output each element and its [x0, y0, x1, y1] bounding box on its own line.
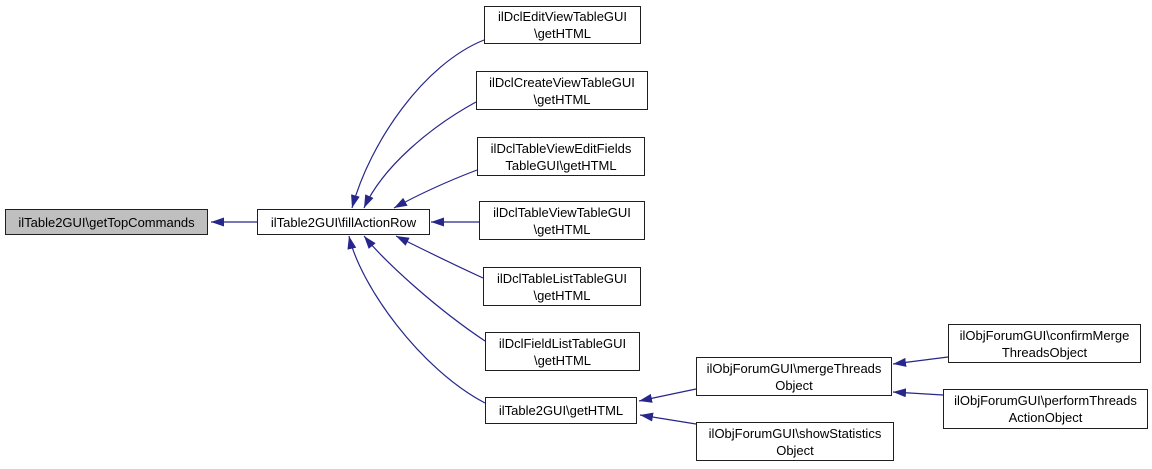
edge-showstatistics-to-table2gethtml	[639, 412, 697, 425]
edge-confirmmerge-to-mergethreads	[892, 356, 949, 367]
node-ildcltablevieweditfieldstablegui-gethtml[interactable]: ilDclTableViewEditFields TableGUI\getHTM…	[477, 137, 645, 176]
node-iltable2gui-gethtml[interactable]: ilTable2GUI\getHTML	[485, 397, 637, 424]
edge-table2gethtml-to-fillactionrow	[347, 235, 486, 404]
node-ilobjforumgui-showstatisticsobject[interactable]: ilObjForumGUI\showStatistics Object	[696, 422, 894, 461]
node-ildcltableviewtablegui-gethtml[interactable]: ilDclTableViewTableGUI \getHTML	[479, 201, 645, 240]
node-ilobjforumgui-confirmmergethreadsobject[interactable]: ilObjForumGUI\confirmMerge ThreadsObject	[948, 324, 1141, 363]
edge-dcltablevieweditfields-to-fillactionrow	[393, 169, 478, 209]
node-iltable2gui-fillactionrow[interactable]: ilTable2GUI\fillActionRow	[257, 209, 430, 235]
node-ildclfieldlisttablegui-gethtml[interactable]: ilDclFieldListTableGUI \getHTML	[485, 332, 640, 371]
node-ilobjforumgui-performthreadsactionobject[interactable]: ilObjForumGUI\performThreads ActionObjec…	[943, 389, 1148, 429]
edge-dcleditview-to-fillactionrow	[351, 39, 485, 209]
node-ildclcreateviewtablegui-gethtml[interactable]: ilDclCreateViewTableGUI \getHTML	[476, 71, 648, 110]
node-ildcleditviewtablegui-gethtml[interactable]: ilDclEditViewTableGUI \getHTML	[484, 6, 641, 44]
edge-dclfieldlist-to-fillactionrow	[363, 235, 486, 342]
node-ilobjforumgui-mergethreadsobject[interactable]: ilObjForumGUI\mergeThreads Object	[696, 357, 892, 396]
edge-mergethreads-to-table2gethtml	[638, 388, 697, 403]
edge-dclcreateview-to-fillactionrow	[363, 101, 477, 209]
edge-dcltablelist-to-fillactionrow	[395, 235, 484, 279]
node-ildcltablelisttablegui-gethtml[interactable]: ilDclTableListTableGUI \getHTML	[483, 267, 641, 306]
node-iltable2gui-gettopcommands: ilTable2GUI\getTopCommands	[5, 209, 208, 235]
edge-performthreads-to-mergethreads	[892, 388, 944, 398]
